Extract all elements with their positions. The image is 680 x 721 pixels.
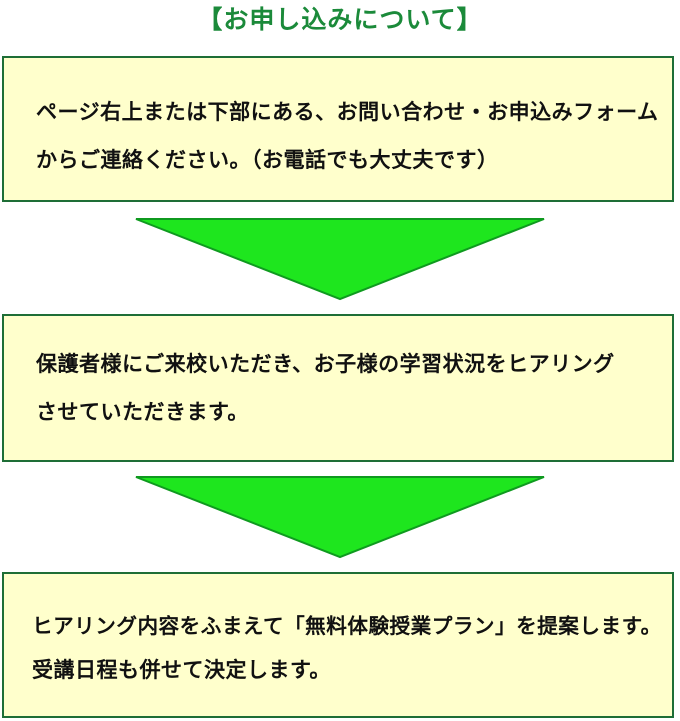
down-arrow-1-icon bbox=[135, 218, 545, 301]
step-box-1: ページ右上または下部にある、お問い合わせ・お申込みフォーム からご連絡ください。… bbox=[2, 56, 674, 202]
step-2-line-2: させていただきます。 bbox=[36, 400, 249, 424]
step-1-line-1: ページ右上または下部にある、お問い合わせ・お申込みフォーム bbox=[36, 100, 659, 124]
down-arrow-2-icon bbox=[135, 476, 545, 559]
page-title: 【お申し込みについて】 bbox=[197, 5, 483, 34]
step-box-3: ヒアリング内容をふまえて「無料体験授業プラン」を提案します。 受講日程も併せて決… bbox=[2, 572, 674, 718]
step-3-line-2: 受講日程も併せて決定します。 bbox=[32, 658, 331, 682]
step-3-line-1: ヒアリング内容をふまえて「無料体験授業プラン」を提案します。 bbox=[32, 614, 662, 638]
step-1-line-2: からご連絡ください。（お電話でも大丈夫です） bbox=[36, 148, 499, 172]
step-2-line-1: 保護者様にご来校いただき、お子様の学習状況をヒアリング bbox=[36, 352, 615, 376]
step-box-2: 保護者様にご来校いただき、お子様の学習状況をヒアリング させていただきます。 bbox=[2, 314, 674, 462]
